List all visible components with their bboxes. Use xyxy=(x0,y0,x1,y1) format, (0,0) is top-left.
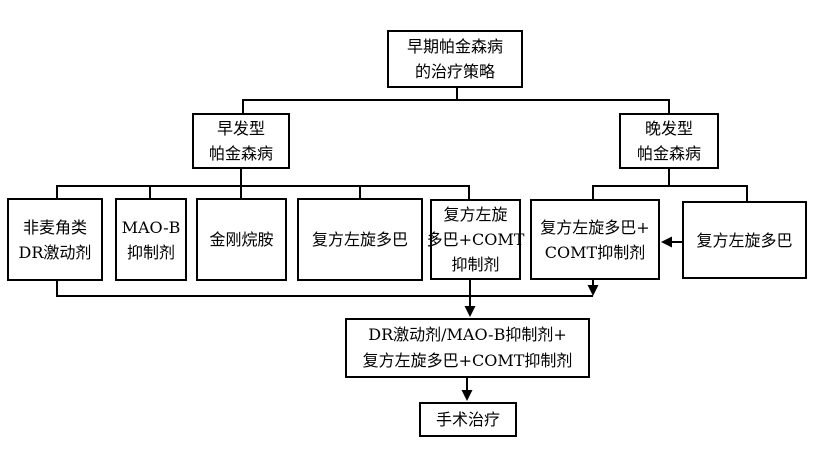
arrowhead-down xyxy=(464,306,476,317)
node-text-line: 复方左旋多巴+ xyxy=(540,217,650,237)
arrowhead-down xyxy=(587,285,599,296)
node-text-line: 复方左旋 xyxy=(443,205,508,224)
node-text-line: 复方左旋多巴 xyxy=(696,230,793,250)
node-compound-levodopa-comt-late: 复方左旋多巴+ COMT抑制剂 xyxy=(530,199,660,280)
node-non-ergot-dr-agonist: 非麦角类 DR激动剂 xyxy=(7,198,103,281)
node-compound-levodopa-comt-early: 复方左旋 多巴+COMT 抑制剂 xyxy=(427,199,524,280)
node-text-line: 帕金森病 xyxy=(208,144,273,163)
node-text-line: 手术治疗 xyxy=(435,410,500,429)
node-text-line: COMT抑制剂 xyxy=(544,242,646,262)
node-text-line: 多巴+COMT xyxy=(426,230,525,249)
node-text-line: DR激动剂/MAO-B抑制剂+ xyxy=(368,325,567,344)
node-late-onset-pd: 晚发型 帕金森病 xyxy=(619,113,719,169)
node-mao-b-inhibitor: MAO-B 抑制剂 xyxy=(115,198,187,281)
node-compound-levodopa-late: 复方左旋多巴 xyxy=(682,201,807,279)
node-text-line: 非麦角类 xyxy=(22,217,87,237)
node-text-line: 晚发型 xyxy=(644,119,693,138)
node-compound-levodopa-early: 复方左旋多巴 xyxy=(297,198,423,281)
node-text-line: 的治疗策略 xyxy=(414,62,495,81)
node-combination-therapy: DR激动剂/MAO-B抑制剂+ 复方左旋多巴+COMT抑制剂 xyxy=(345,318,590,378)
node-early-onset-pd: 早发型 帕金森病 xyxy=(192,113,290,169)
node-early-parkinsons-strategy: 早期帕金森病 的治疗策略 xyxy=(387,30,523,88)
node-surgical-treatment: 手术治疗 xyxy=(419,402,517,437)
node-text-line: 金刚烷胺 xyxy=(209,230,274,249)
node-text-line: 复方左旋多巴 xyxy=(311,230,408,249)
node-amantadine: 金刚烷胺 xyxy=(196,198,287,281)
arrowhead-left xyxy=(661,236,672,248)
node-text-line: 帕金森病 xyxy=(636,144,701,163)
node-text-line: 早期帕金森病 xyxy=(406,37,503,56)
node-text-line: DR激动剂 xyxy=(18,242,92,262)
node-text-line: 复方左旋多巴+COMT抑制剂 xyxy=(362,351,573,370)
node-text-line: 早发型 xyxy=(216,119,265,138)
node-text-line: MAO-B xyxy=(121,217,181,237)
arrowhead-down xyxy=(461,390,473,401)
node-text-line: 抑制剂 xyxy=(451,255,500,274)
node-text-line: 抑制剂 xyxy=(126,242,175,262)
